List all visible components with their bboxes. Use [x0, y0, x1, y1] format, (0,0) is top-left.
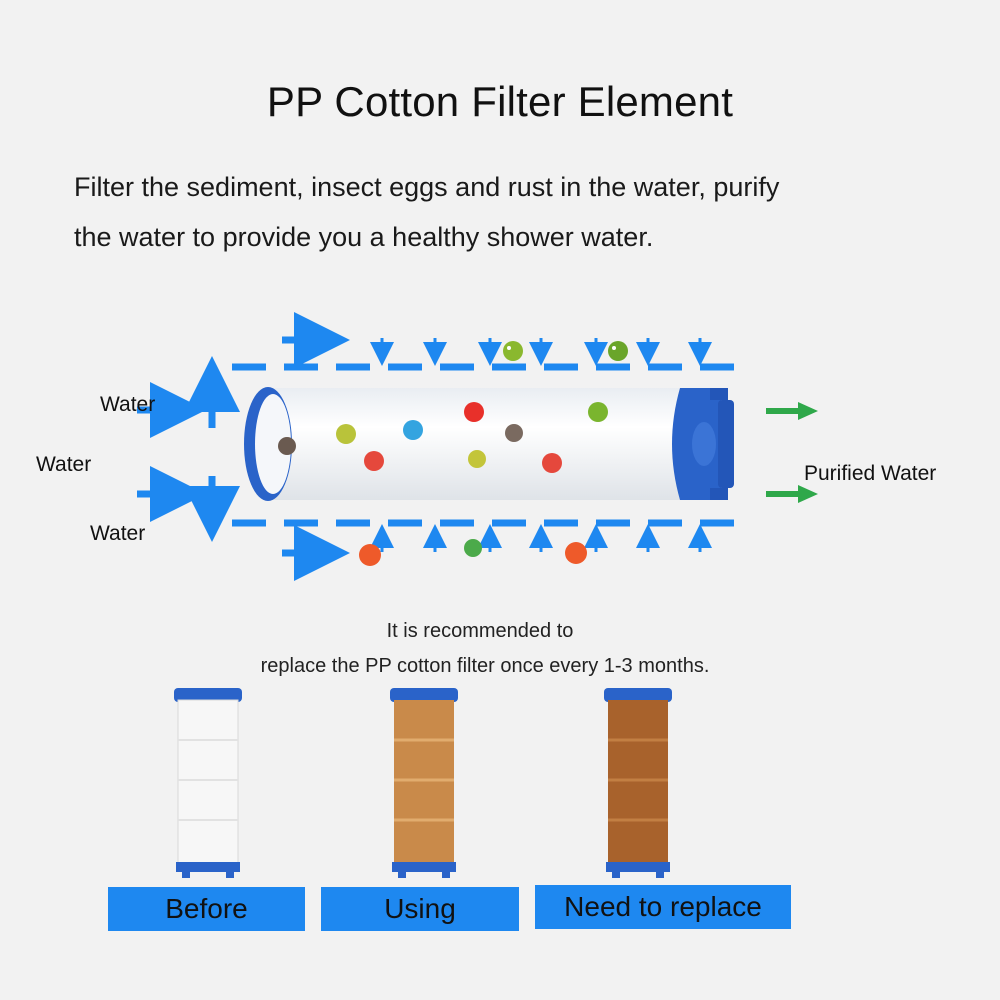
- germ-icon: [278, 437, 296, 455]
- germ-icon: [364, 451, 384, 471]
- germ-icon: [565, 542, 587, 564]
- recommendation-line-2: replace the PP cotton filter once every …: [260, 655, 710, 677]
- purified-water-label: Purified Water: [804, 462, 937, 485]
- germ-icon: [608, 341, 628, 361]
- inflow-up-arrows: [370, 524, 712, 552]
- water-inlet-label: Water: [90, 522, 146, 545]
- description-line-2: the water to provide you a healthy showe…: [74, 222, 654, 252]
- green-arrow-icon: [766, 402, 818, 420]
- filter-flow-diagram: [137, 312, 818, 581]
- water-inlet-label: Water: [100, 393, 156, 416]
- description-line-1: Filter the sediment, insect eggs and rus…: [74, 172, 780, 202]
- germ-icon: [336, 424, 356, 444]
- cartridge-using: [390, 688, 458, 878]
- stage-label-using: Using: [321, 887, 519, 931]
- germ-icon: [403, 420, 423, 440]
- inflow-down-arrows: [370, 338, 712, 366]
- germ-icon: [464, 402, 484, 422]
- green-arrow-icon: [766, 485, 818, 503]
- germ-icon: [468, 450, 486, 468]
- germ-icon: [464, 539, 482, 557]
- stage-label-need-to-replace: Need to replace: [535, 885, 791, 929]
- germ-icon: [505, 424, 523, 442]
- water-inlet-label: Water: [36, 453, 92, 476]
- page-title: PP Cotton Filter Element: [266, 78, 734, 125]
- recommendation-line-1: It is recommended to: [386, 620, 574, 642]
- germ-icon: [359, 544, 381, 566]
- cartridge-need-to-replace: [604, 688, 672, 878]
- germ-icon: [503, 341, 523, 361]
- pp-cotton-filter-cartridge: [244, 387, 734, 501]
- germ-icon: [542, 453, 562, 473]
- cartridge-before: [174, 688, 242, 878]
- stage-label-before: Before: [108, 887, 305, 931]
- germ-icon: [588, 402, 608, 422]
